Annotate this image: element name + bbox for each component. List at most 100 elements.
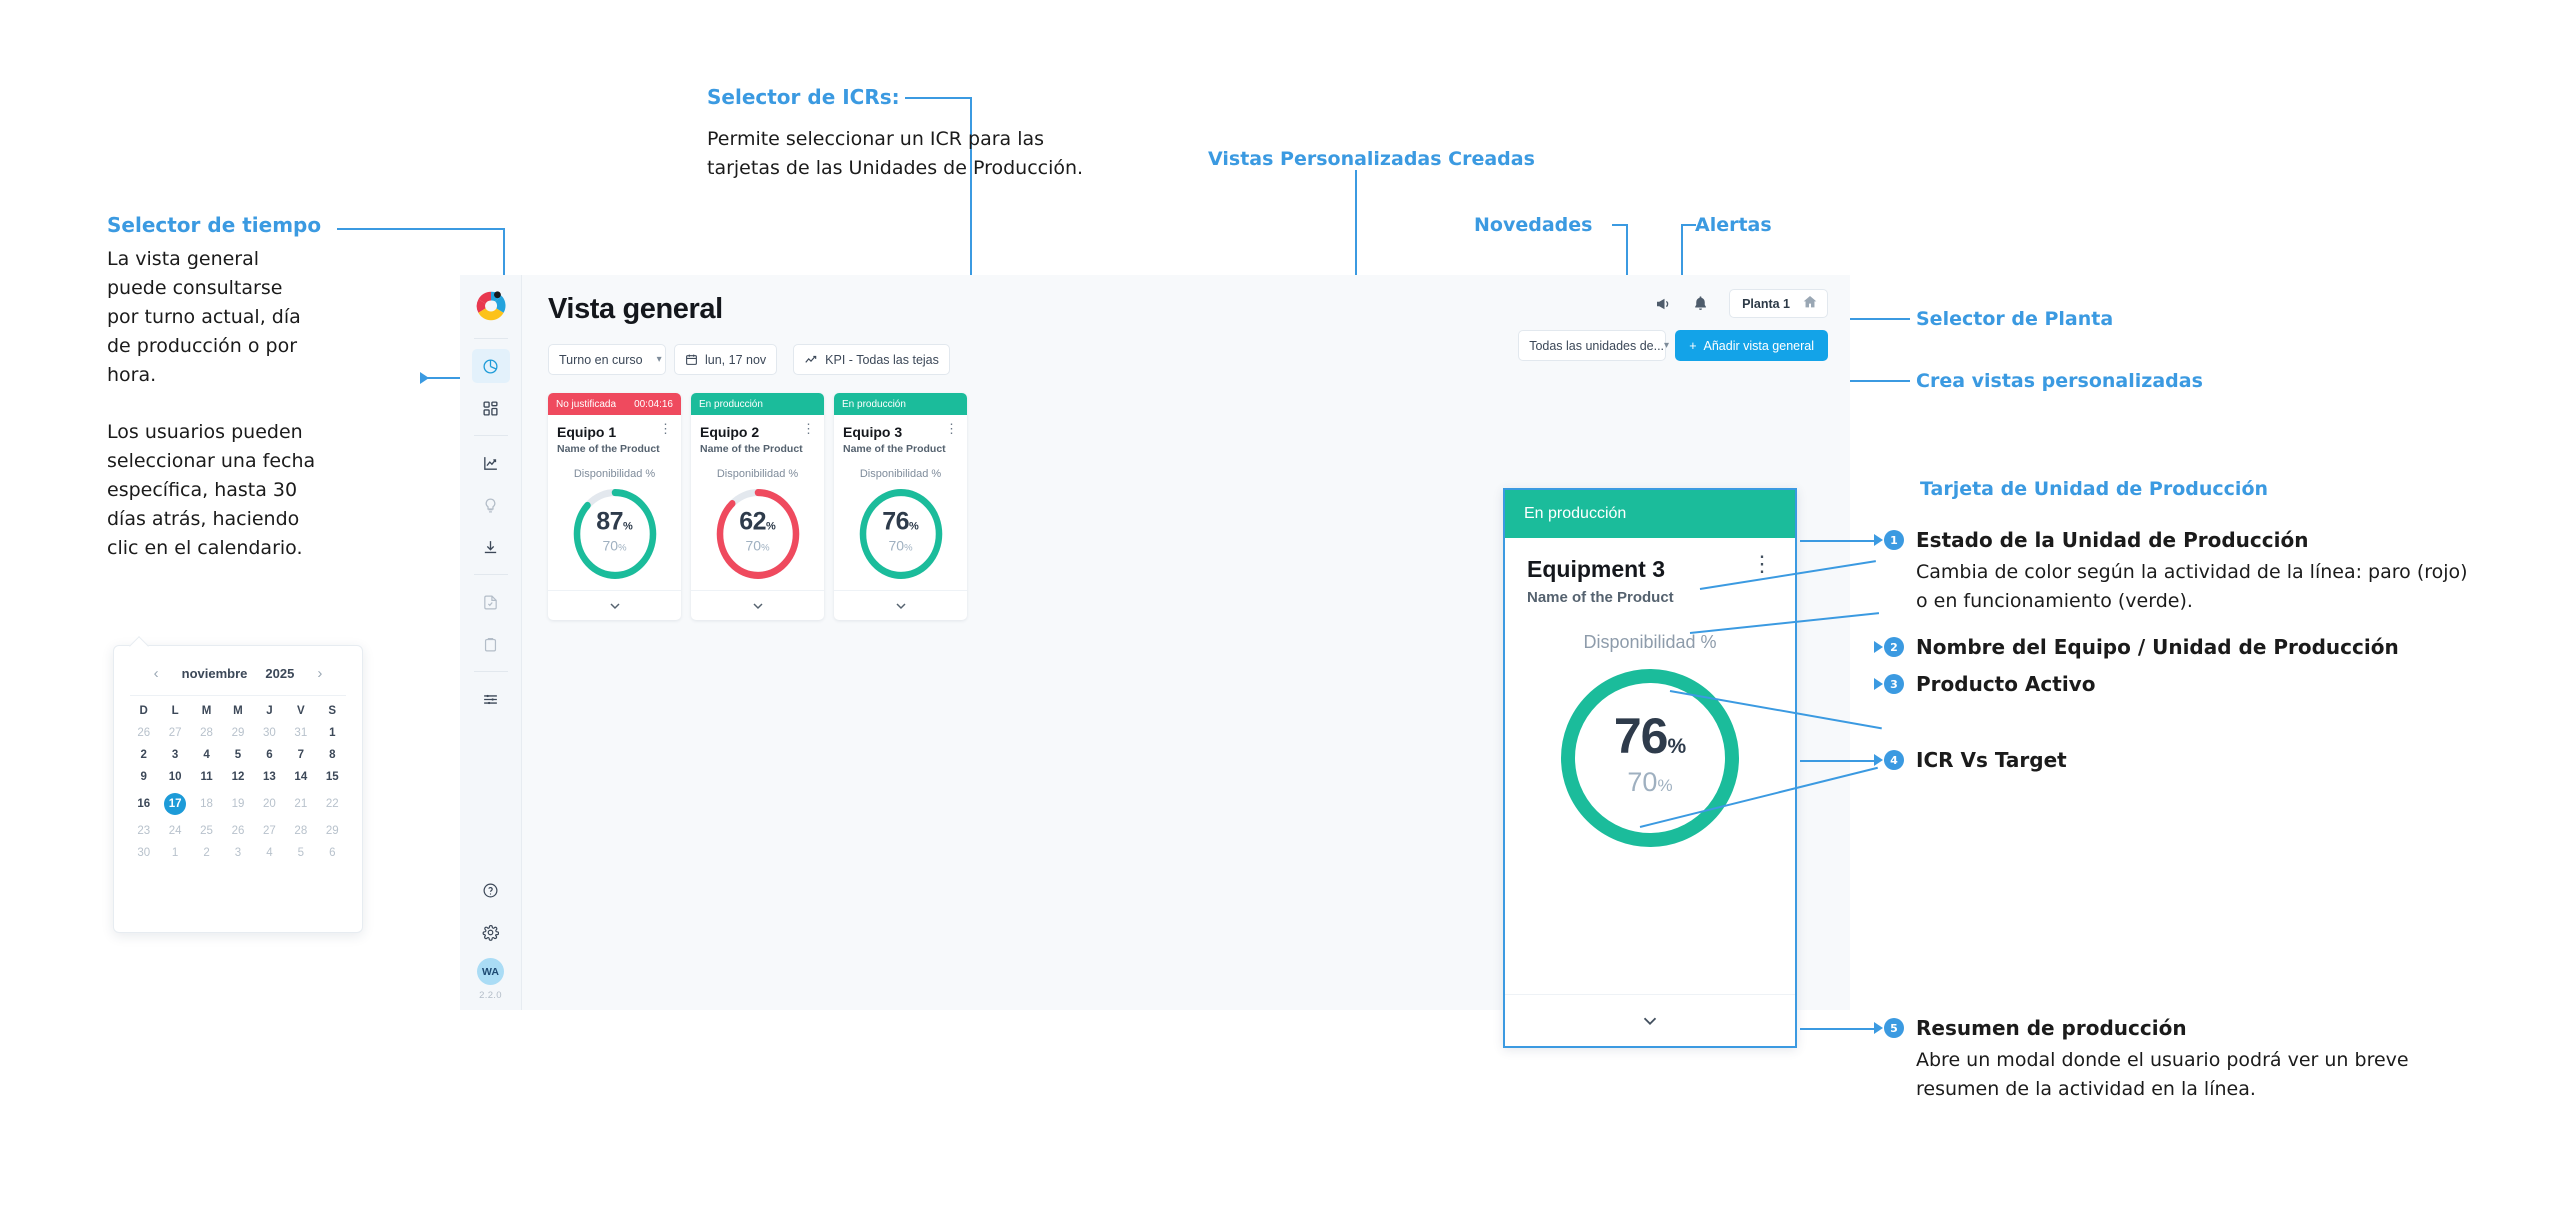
sidebar-item-dashboards[interactable] [472,391,510,425]
sidebar-item-insights[interactable] [472,488,510,522]
kebab-menu-icon[interactable]: ⋮ [802,421,815,436]
card-expand-button[interactable] [834,590,967,620]
calendar-day-cell[interactable]: 31 [294,727,308,739]
kebab-menu-icon[interactable]: ⋮ [659,421,672,436]
card-status-timer: 00:04:16 [634,398,673,410]
calendar-day-cell[interactable]: 19 [231,798,245,810]
announcement-megaphone-icon[interactable] [1654,295,1672,313]
calendar-day-cell[interactable]: 1 [329,727,336,739]
sidebar-item-analytics[interactable] [472,446,510,480]
production-unit-card-zoom[interactable]: En producción Equipment 3 ⋮ Name of the … [1503,488,1797,1048]
kebab-menu-icon[interactable]: ⋮ [1751,551,1773,576]
calendar-day-cell[interactable]: 29 [325,825,339,837]
calendar-weekday-4: J [266,705,273,717]
annotation-title-novedades: Novedades [1474,214,1593,236]
calendar-day-cell[interactable]: 8 [329,749,336,761]
calendar-day-cell[interactable]: 22 [325,798,339,810]
calendar-prev-month-button[interactable]: ‹ [153,664,159,682]
calendar-day-cell[interactable]: 18 [200,798,213,810]
app-version-label: 2.2.0 [479,990,502,1001]
calendar-day-cell[interactable]: 26 [231,825,245,837]
add-overview-button[interactable]: + Añadir vista general [1675,330,1828,361]
notification-bell-icon[interactable] [1692,295,1709,312]
calendar-day-cell[interactable]: 16 [137,798,151,810]
zoom-card-expand-button[interactable] [1505,994,1795,1046]
zoom-card-value-row: 76% [1555,707,1745,765]
app-logo-icon[interactable] [474,289,508,323]
calendar-day-cell[interactable]: 17 [159,788,190,820]
calendar-day-cell[interactable]: 7 [297,749,305,761]
calendar-day-cell[interactable]: 30 [263,727,276,739]
card-status-label: En producción [842,398,906,410]
calendar-day-cell[interactable]: 28 [294,825,308,837]
card-expand-button[interactable] [548,590,681,620]
card-status-badge: En producción [691,393,824,415]
card-value: 87 [596,507,624,536]
calendar-day-cell[interactable]: 3 [171,749,179,761]
date-selector[interactable]: lun, 17 nov [674,344,778,375]
calendar-day-cell[interactable]: 23 [137,825,151,837]
calendar-day-cell[interactable]: 21 [294,798,308,810]
calendar-day-cell[interactable]: 6 [329,847,336,859]
kpi-selector[interactable]: KPI - Todas las tejas [793,344,950,375]
user-avatar[interactable]: WA [477,958,504,985]
calendar-day-cell[interactable]: 9 [140,771,147,783]
units-filter-select[interactable]: Todas las unidades de... ▾ [1518,330,1669,361]
sidebar-item-downloads[interactable] [472,530,510,564]
calendar-day-cell[interactable]: 4 [203,749,210,761]
sidebar-item-reports[interactable] [472,585,510,619]
calendar-day-cell[interactable]: 12 [231,771,245,783]
leader-line-item4c [1800,760,1878,762]
calendar-day-cell[interactable]: 24 [168,825,182,837]
application-window: WA 2.2.0 Vista general Turno en curso ▾ … [460,275,1850,1010]
plant-selector[interactable]: Planta 1 [1729,289,1828,318]
calendar-day-cell[interactable]: 29 [231,727,245,739]
calendar-day-cell[interactable]: 5 [234,749,242,761]
sidebar-item-configuration[interactable] [472,915,510,949]
calendar-day-cell[interactable]: 2 [203,847,210,859]
annotation-item3-title: Producto Activo [1916,672,2096,696]
calendar-day-cell[interactable]: 3 [234,847,242,859]
calendar-day-cell[interactable]: 14 [294,771,308,783]
calendar-day-cell[interactable]: 26 [137,727,151,739]
leader-line-icr-v [970,97,972,349]
zoom-card-target-value: 70 [1627,767,1658,798]
calendar-day-cell[interactable]: 10 [168,771,182,783]
calendar-day-cell[interactable]: 11 [200,771,213,783]
sidebar-item-settings-filters[interactable] [472,682,510,716]
calendar-day-cell[interactable]: 20 [263,798,276,810]
card-title-row: Equipo 1⋮ [557,421,672,440]
card-expand-button[interactable] [691,590,824,620]
shift-selector-label: Turno en curso [559,352,643,367]
calendar-day-cell[interactable]: 28 [200,727,213,739]
leader-line-time-selector-h [337,228,505,230]
calendar-day-cell[interactable]: 2 [140,749,147,761]
sidebar-item-overview[interactable] [471,349,510,383]
kebab-menu-icon[interactable]: ⋮ [945,421,958,436]
annotation-item4-title: ICR Vs Target [1916,748,2067,772]
calendar-day-cell[interactable]: 25 [200,825,213,837]
card-metric-label: Disponibilidad % [859,468,942,480]
calendar-day-cell[interactable]: 1 [171,847,179,859]
calendar-day-cell[interactable]: 27 [263,825,276,837]
shift-selector[interactable]: Turno en curso ▾ [548,344,666,375]
sidebar-item-tasks[interactable] [472,627,510,661]
calendar-day-cell[interactable]: 27 [168,727,182,739]
sidebar-divider-3 [473,574,508,575]
app-main-content: Vista general Turno en curso ▾ lun, 17 n… [522,275,1850,1010]
calendar-next-month-button[interactable]: › [317,664,323,682]
calendar-day-cell[interactable]: 15 [325,771,339,783]
calendar-day-cell[interactable]: 6 [266,749,273,761]
calendar-day-cell[interactable]: 13 [263,771,276,783]
sidebar-item-help[interactable] [472,873,510,907]
calendar-day-cell[interactable]: 30 [137,847,151,859]
calendar-day-cell[interactable]: 4 [266,847,273,859]
annotation-title-plant-selector: Selector de Planta [1916,308,2114,330]
calendar-day-cell[interactable]: 5 [297,847,305,859]
